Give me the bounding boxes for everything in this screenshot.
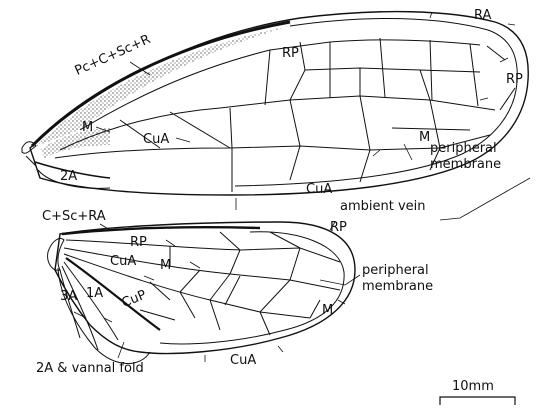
label-fw-m-inner: M — [82, 121, 93, 134]
label-fw-rp-inner: RP — [282, 47, 299, 60]
label-hw-rp-inner: RP — [130, 236, 147, 249]
label-fw-2a: 2A — [60, 170, 77, 183]
label-hw-vannal-fold: 2A & vannal fold — [36, 362, 144, 375]
hindwing-costal-vein — [62, 227, 260, 234]
label-ambient-vein: ambient vein — [340, 200, 426, 213]
label-fw-peripheral: peripheral — [430, 142, 497, 155]
label-hw-costal: C+Sc+RA — [42, 210, 106, 223]
hindwing-crossveins — [140, 232, 320, 335]
label-fw-membrane: membrane — [430, 158, 501, 171]
hindwing-ambient-inner — [160, 232, 344, 344]
forewing-cua-vein — [55, 146, 440, 158]
label-hw-cua-outer: CuA — [230, 354, 256, 367]
label-hw-1a: 1A — [86, 287, 103, 300]
label-fw-cua-inner: CuA — [143, 133, 169, 146]
label-fw-cua-outer: CuA — [306, 183, 332, 196]
label-fw-rp-outer: RP — [506, 73, 523, 86]
forewing-costal-stipple — [36, 26, 290, 146]
label-hw-3a: 3A — [60, 290, 77, 303]
label-hw-cua-inner: CuA — [110, 255, 136, 268]
label-hw-m-inner: M — [160, 259, 171, 272]
label-fw-m-outer: M — [419, 131, 430, 144]
label-fw-ra: RA — [474, 9, 491, 22]
label-hw-rp-outer: RP — [330, 221, 347, 234]
label-hw-m-outer: M — [322, 304, 333, 317]
scale-bar — [440, 397, 515, 405]
hindwing-anal-lobe — [58, 268, 150, 364]
label-hw-peripheral: peripheral — [362, 264, 429, 277]
label-hw-membrane: membrane — [362, 280, 433, 293]
hindwing-m-vein — [64, 248, 340, 290]
scale-bar-label: 10mm — [452, 380, 494, 393]
